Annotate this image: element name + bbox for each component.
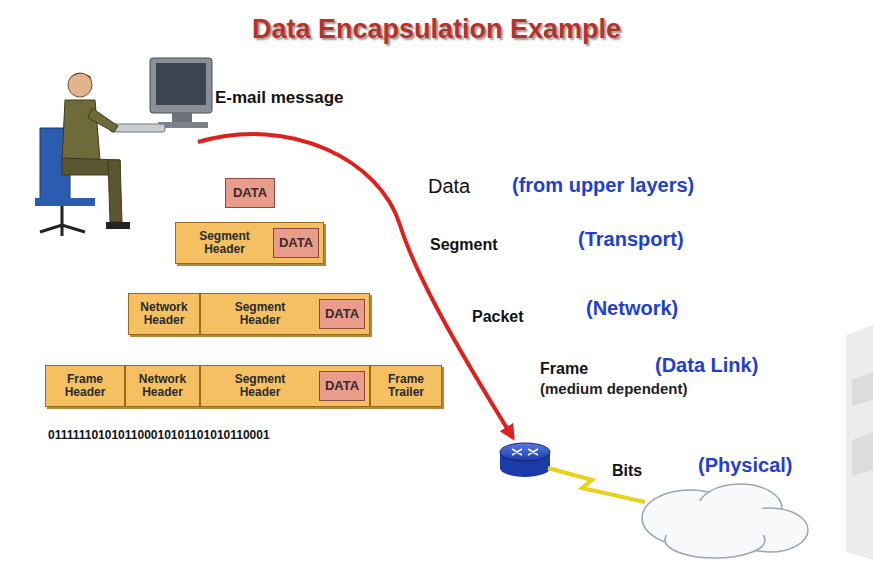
- diagram-title: Data Encapsulation Example: [0, 14, 873, 45]
- payload-label: DATA: [233, 186, 267, 200]
- computer-user: [35, 58, 212, 236]
- header-box: DATA Segment Header: [200, 365, 370, 407]
- layer-name: (Physical): [698, 454, 792, 477]
- header-label: Frame Trailer: [376, 373, 436, 399]
- router-icon: [500, 443, 550, 477]
- layer-name: (from upper layers): [512, 174, 694, 197]
- header-label: Segment Header: [230, 373, 290, 399]
- network-cloud: [642, 484, 808, 558]
- layer-note: (medium dependent): [540, 380, 688, 397]
- layer-pdu: Packet: [472, 308, 524, 326]
- data-box: DATA: [319, 299, 365, 329]
- layer-pdu: Frame: [540, 360, 588, 378]
- data-box: DATA: [225, 178, 275, 208]
- header-label: Segment Header: [195, 230, 255, 256]
- layer-name: (Transport): [578, 228, 684, 251]
- background-logo: [846, 325, 873, 560]
- header-box: Frame Header: [45, 365, 125, 407]
- header-box: DATA Segment Header: [175, 222, 324, 264]
- payload-label: DATA: [279, 236, 313, 250]
- header-box: DATA Segment Header: [200, 293, 370, 335]
- header-box: Frame Trailer: [370, 365, 442, 407]
- data-box: DATA: [319, 371, 365, 401]
- header-label: Network Header: [134, 301, 194, 327]
- header-label: Segment Header: [230, 301, 290, 327]
- header-box: Network Header: [125, 365, 200, 407]
- layer-name: (Network): [586, 297, 678, 320]
- layer-pdu: Segment: [430, 236, 498, 254]
- layer-pdu: Data: [428, 175, 470, 198]
- data-box: DATA: [273, 228, 319, 258]
- payload-label: DATA: [325, 307, 359, 321]
- layer-name: (Data Link): [655, 354, 758, 377]
- callout-text: E-mail message: [215, 88, 344, 108]
- flow-arrow: [198, 134, 513, 438]
- header-label: Frame Header: [55, 373, 115, 399]
- header-box: Network Header: [128, 293, 200, 335]
- bit-stream: 0111111010101100010101101010110001: [48, 428, 270, 442]
- layer-pdu: Bits: [612, 462, 642, 480]
- header-label: Network Header: [133, 373, 193, 399]
- payload-label: DATA: [325, 379, 359, 393]
